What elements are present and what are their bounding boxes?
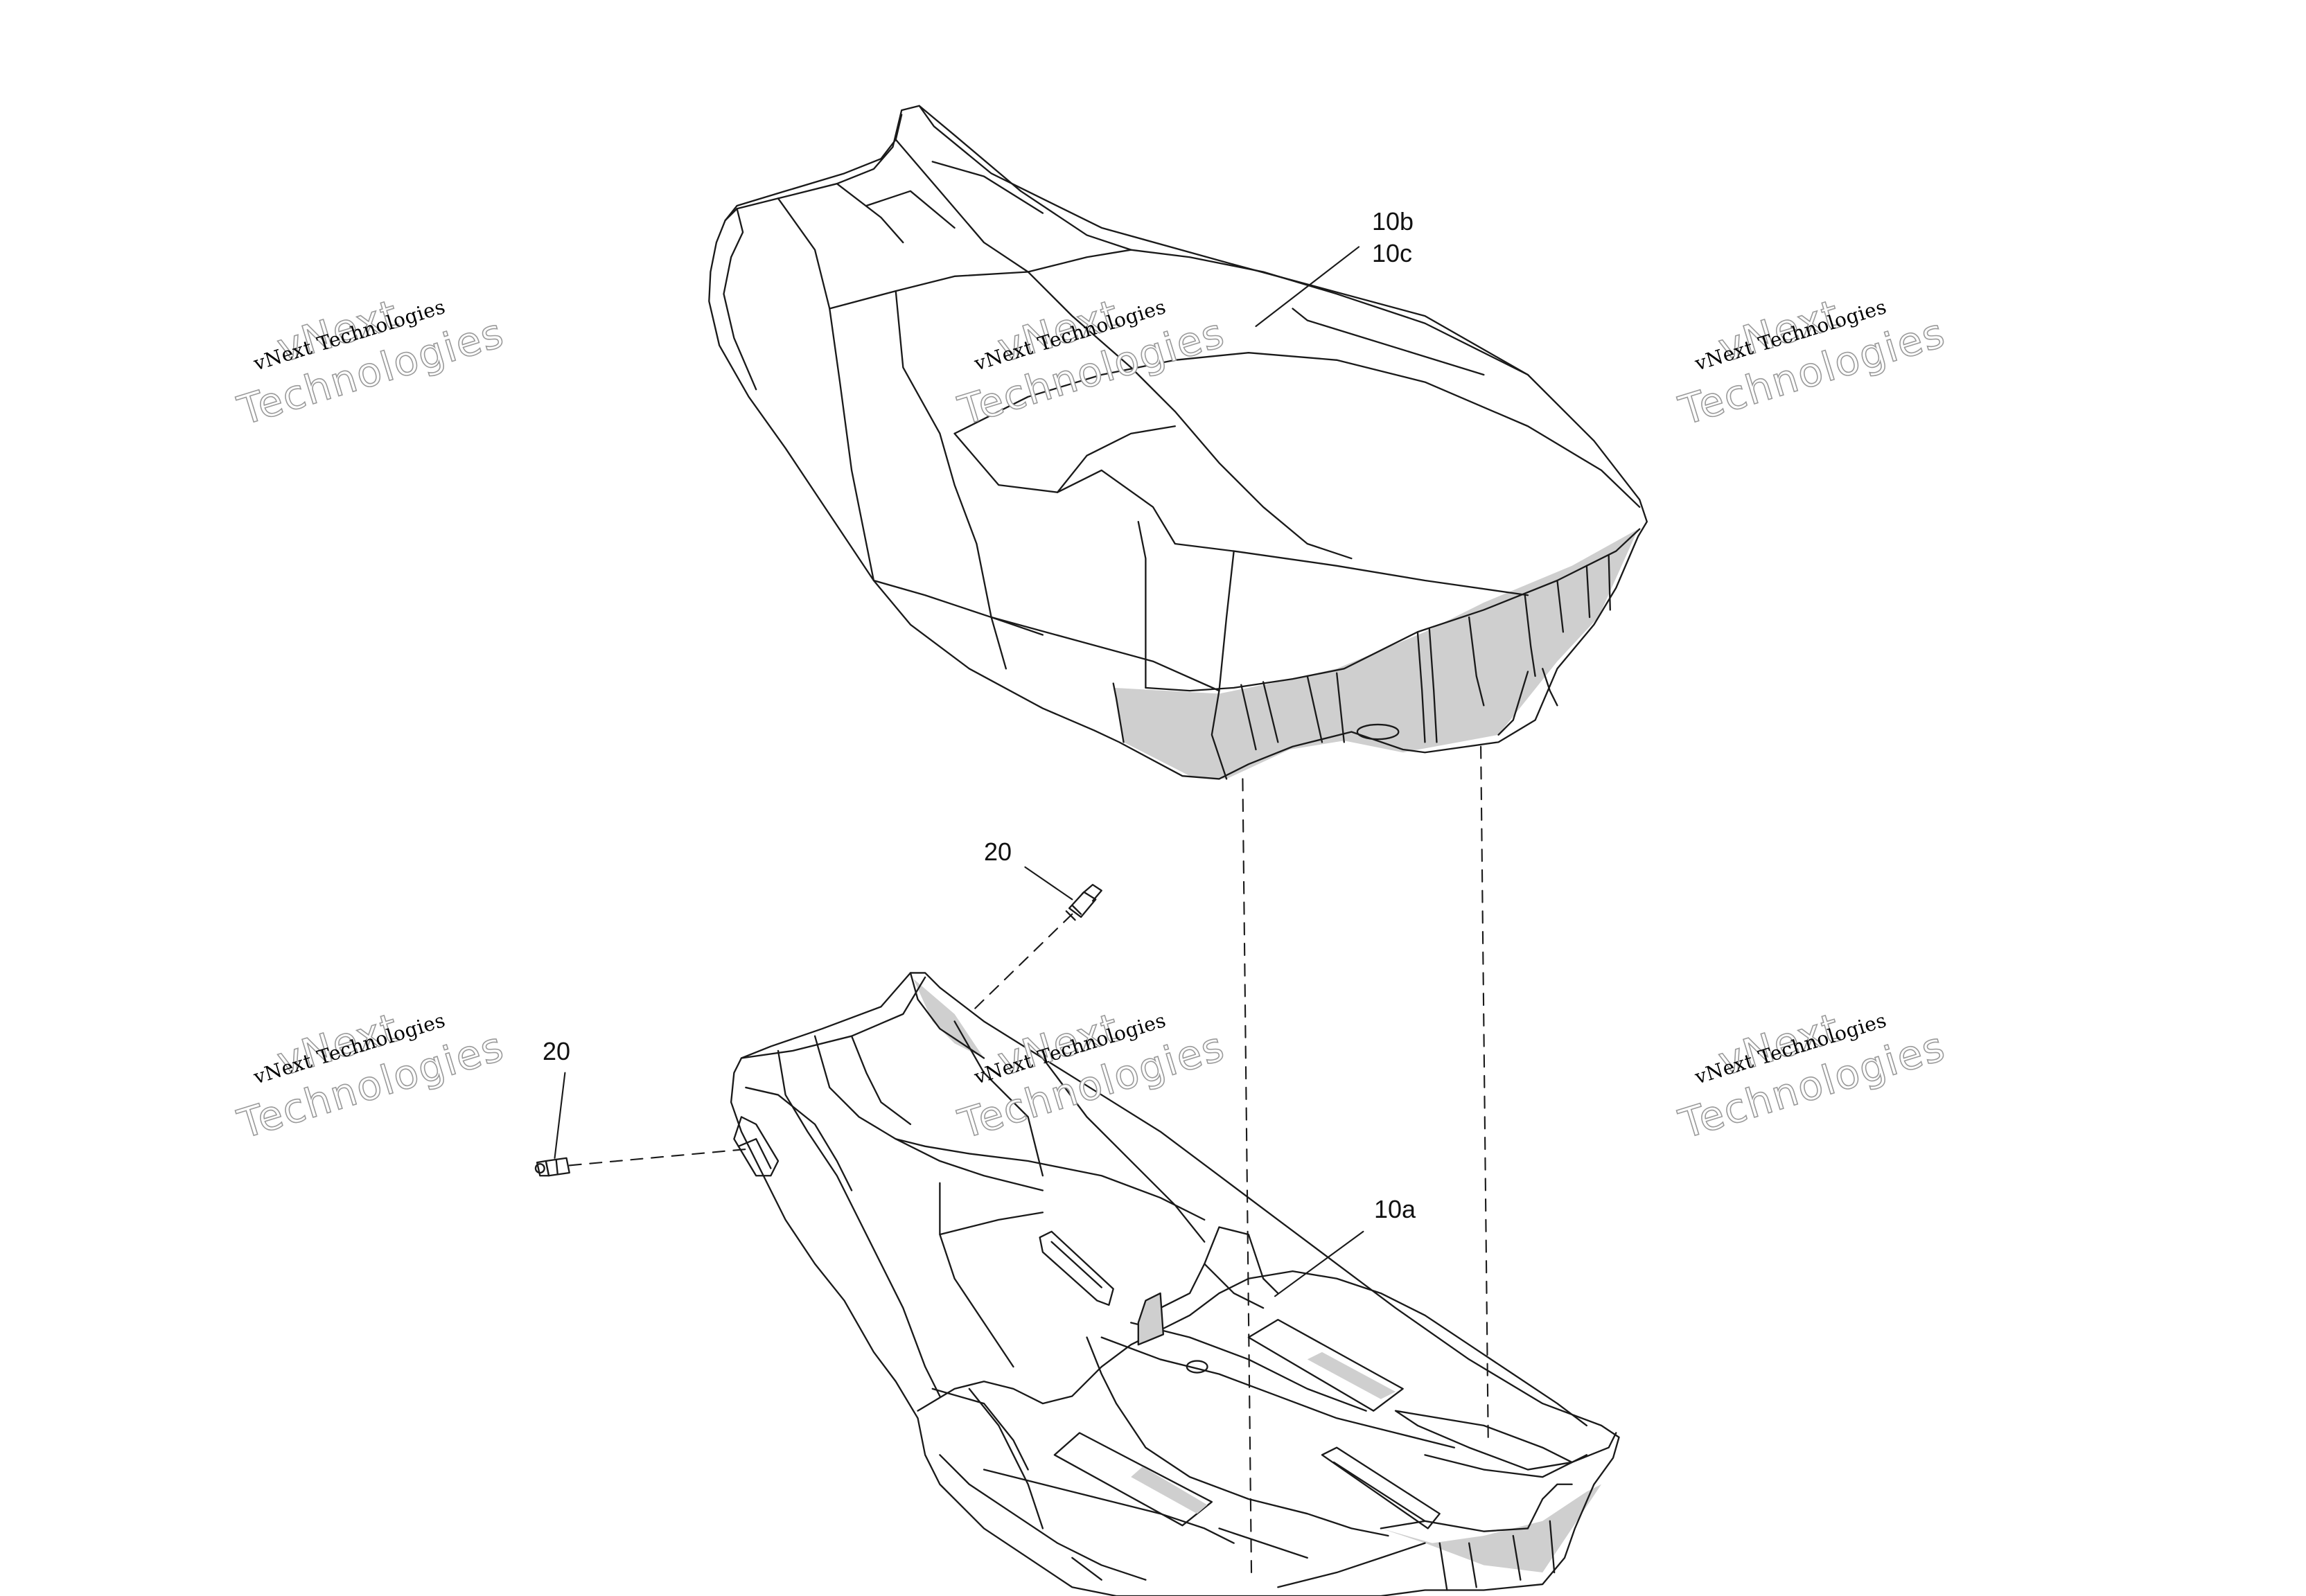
leader-10a [1274, 1230, 1364, 1297]
alignment-lines [568, 745, 1489, 1581]
seat-base-pad-2 [1053, 1432, 1213, 1527]
seat-base-outline [730, 972, 1620, 1596]
alignment-line-fastener-left [568, 1148, 747, 1167]
alignment-line-1 [1242, 778, 1253, 1581]
leader-20-top [1024, 866, 1073, 901]
seat-base-assembly [730, 972, 1620, 1596]
callout-10b: 10b [1372, 207, 1414, 236]
leader-20-left [554, 1072, 566, 1159]
seat-cover-assembly [708, 105, 1648, 780]
seat-base-pad-1 [1247, 1318, 1404, 1412]
alignment-line-2 [1480, 745, 1489, 1438]
callout-20-left: 20 [543, 1037, 571, 1065]
seat-base-slot-2 [1321, 1446, 1441, 1530]
seat-base-slot-1 [1039, 1230, 1114, 1306]
seat-base-hook-left [733, 1116, 780, 1177]
callout-20-top: 20 [984, 837, 1012, 866]
leader-10b [1255, 246, 1360, 328]
seat-base-tab [1137, 1292, 1165, 1346]
leader-lines [554, 246, 1364, 1297]
seat-latch-hole [1356, 723, 1400, 741]
seat-base-hole [1186, 1360, 1208, 1374]
seat-base-rear-shade [1380, 1484, 1602, 1573]
seat-outline [708, 105, 1648, 780]
callout-10a: 10a [1374, 1195, 1416, 1223]
seat-base-shade [913, 978, 985, 1058]
seat-rear-shade [1113, 529, 1639, 779]
callout-10c: 10c [1372, 239, 1413, 267]
alignment-line-fastener-top [968, 913, 1073, 1015]
fastener-left [534, 1157, 570, 1177]
